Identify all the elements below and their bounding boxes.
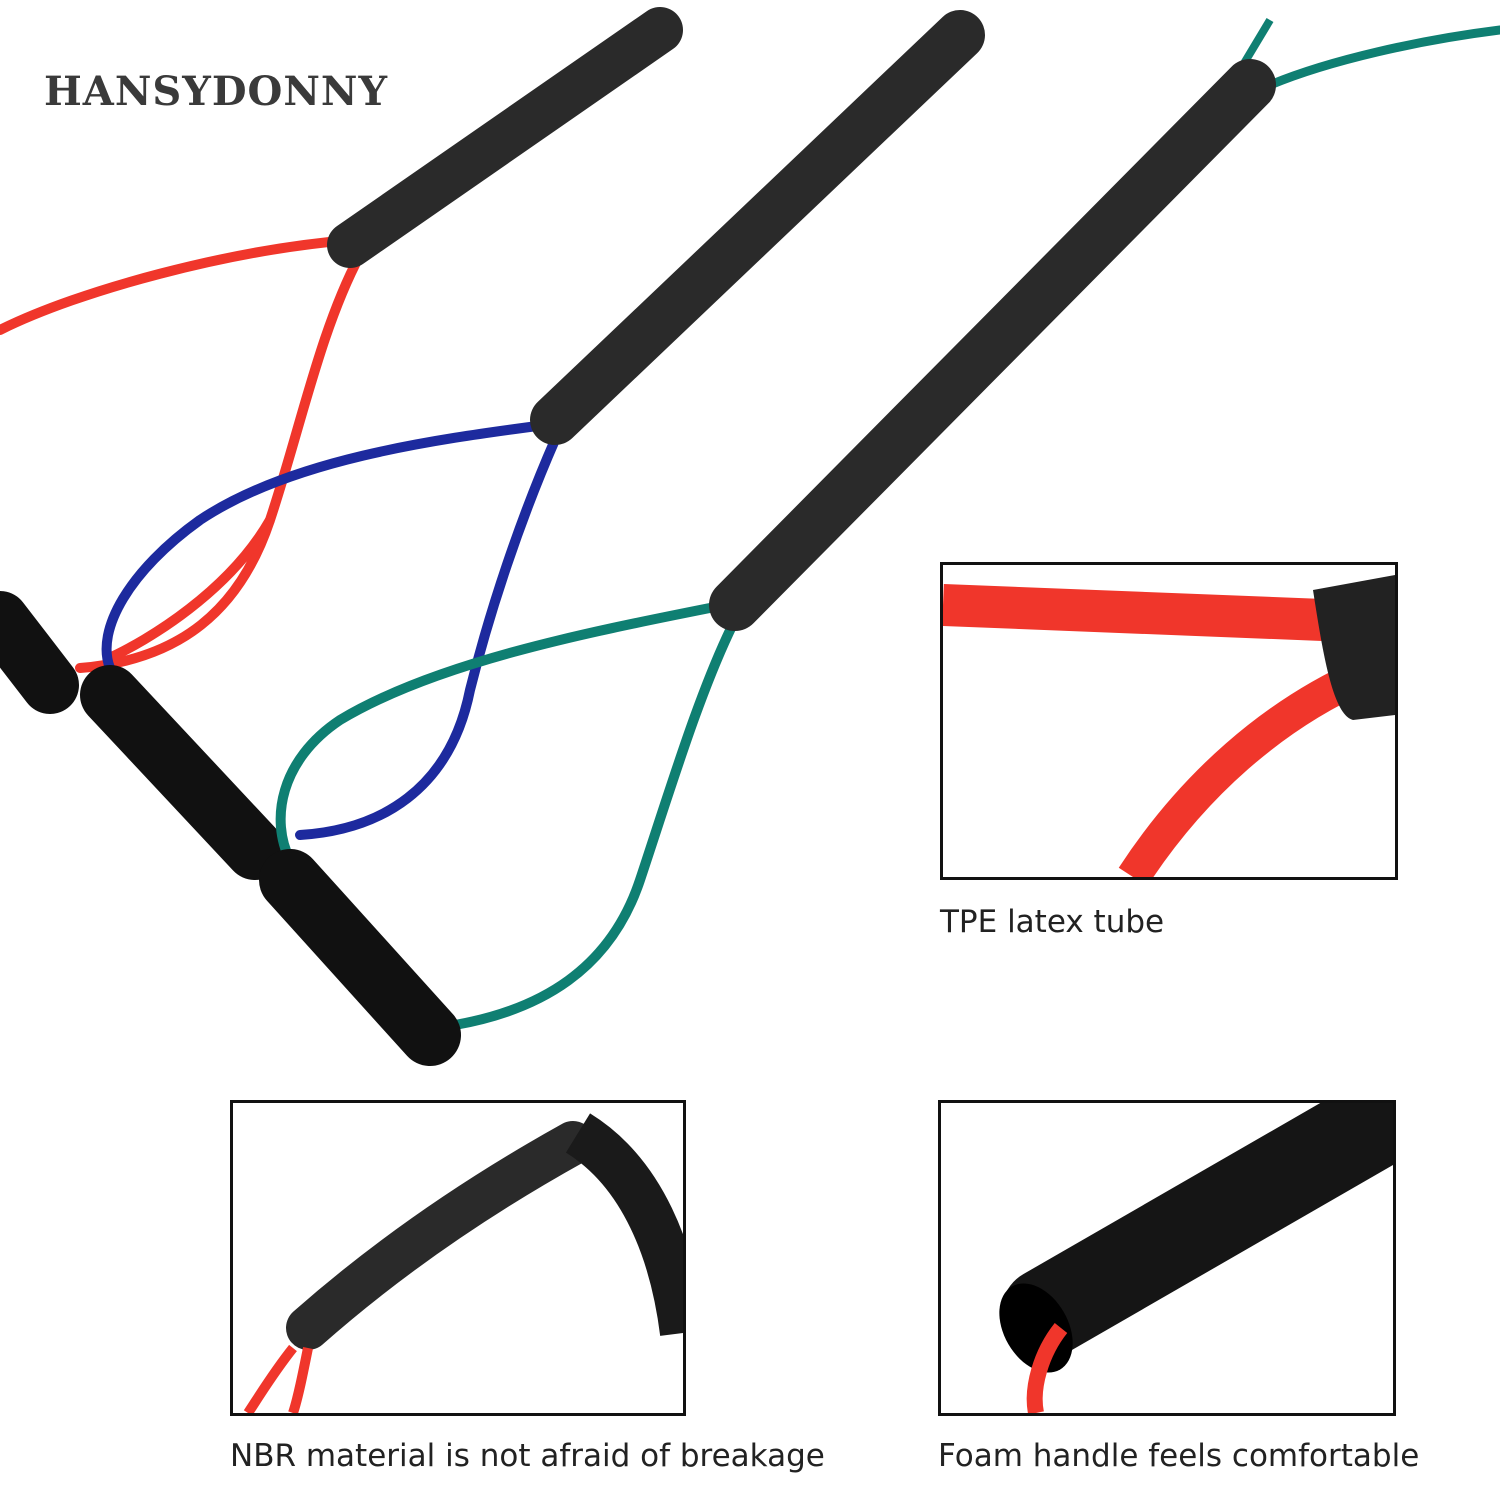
teal-band bbox=[259, 17, 1500, 1066]
nbr-sleeve-closeup-panel bbox=[230, 1100, 686, 1416]
sleeve-closeup-image bbox=[243, 1113, 683, 1413]
brand-logo: HANSYDONNY bbox=[44, 68, 389, 115]
nbr-material-caption: NBR material is not afraid of breakage bbox=[230, 1438, 825, 1474]
red-band bbox=[0, 7, 683, 714]
tpe-tube-caption: TPE latex tube bbox=[940, 904, 1165, 940]
tpe-tube-closeup-panel bbox=[940, 562, 1398, 880]
red-tube-closeup-image bbox=[943, 575, 1395, 877]
foam-handle-closeup-image bbox=[999, 1103, 1393, 1413]
foam-handle-caption: Foam handle feels comfortable bbox=[938, 1438, 1420, 1474]
foam-handle-closeup-panel bbox=[938, 1100, 1396, 1416]
blue-band bbox=[80, 10, 985, 880]
